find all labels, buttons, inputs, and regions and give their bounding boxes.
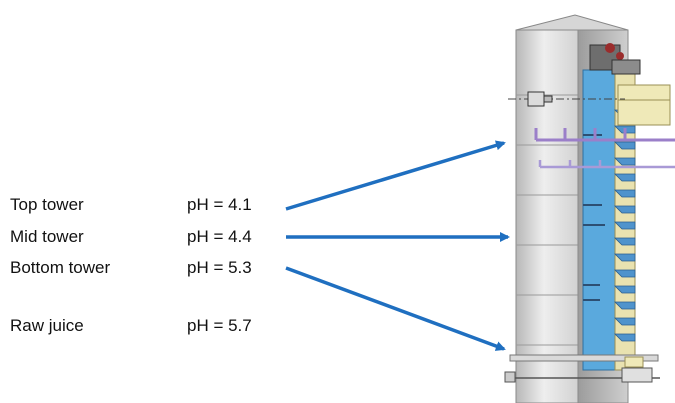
shell-seams bbox=[516, 94, 578, 346]
distribution-pipes-lower bbox=[538, 160, 675, 169]
ph-bottom-tower: pH = 5.3 bbox=[187, 258, 252, 277]
tower-shell-left bbox=[515, 29, 579, 403]
juice-column bbox=[582, 69, 616, 371]
arrows bbox=[285, 140, 510, 351]
label-top-tower: Top tower bbox=[10, 195, 84, 214]
ph-top-tower: pH = 4.1 bbox=[187, 195, 252, 214]
arrow-top-tower bbox=[285, 140, 506, 211]
side-inlet bbox=[617, 84, 671, 126]
top-drive bbox=[589, 43, 641, 75]
label-mid-tower: Mid tower bbox=[10, 227, 84, 246]
ph-raw-juice: pH = 5.7 bbox=[187, 316, 252, 335]
tower-roof bbox=[515, 14, 629, 31]
ph-mid-tower: pH = 4.4 bbox=[187, 227, 252, 246]
tower-base bbox=[504, 354, 660, 383]
label-bottom-tower: Bottom tower bbox=[10, 258, 111, 277]
label-raw-juice: Raw juice bbox=[10, 316, 84, 335]
distribution-pipes bbox=[534, 128, 675, 142]
tray-fins bbox=[614, 109, 636, 342]
arrow-bottom-tower bbox=[285, 266, 506, 351]
sight-glass bbox=[527, 91, 553, 107]
juice-trays bbox=[583, 134, 605, 301]
